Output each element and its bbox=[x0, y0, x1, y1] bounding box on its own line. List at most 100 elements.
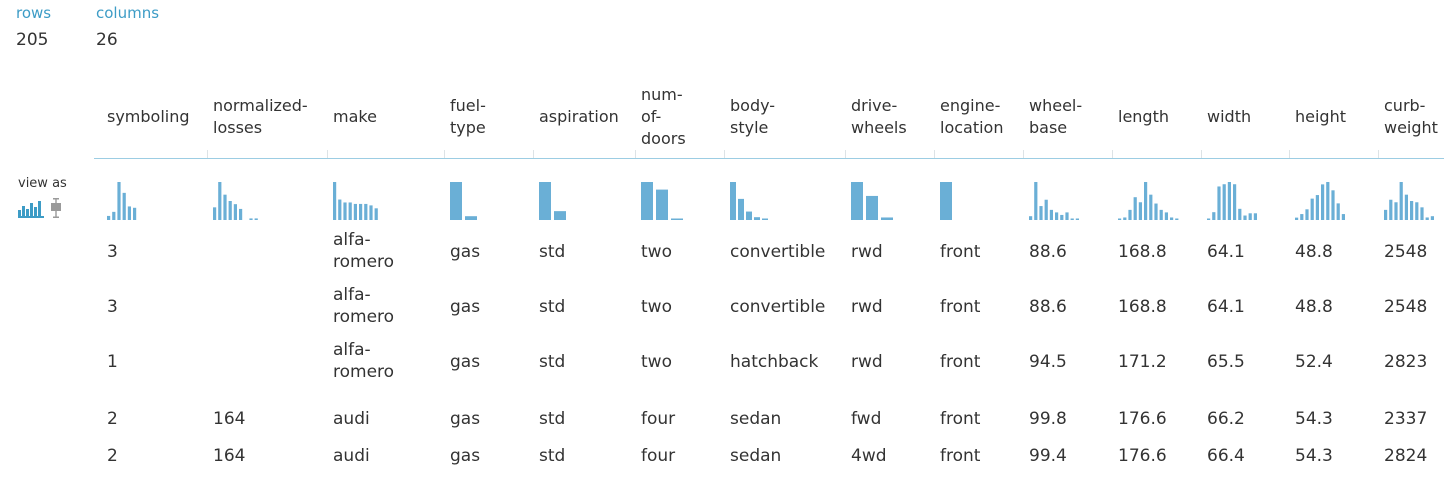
table-cell-symboling: 2 bbox=[107, 409, 118, 429]
histogram-bar bbox=[233, 204, 237, 220]
table-cell-length: 176.6 bbox=[1118, 409, 1167, 429]
histogram-symboling[interactable] bbox=[107, 181, 149, 221]
histogram-fuel-type[interactable] bbox=[450, 181, 479, 221]
table-cell-drive-wheels: rwd bbox=[851, 297, 883, 317]
histogram-bar bbox=[1144, 182, 1148, 220]
histogram-bar bbox=[1410, 201, 1414, 220]
column-header-length[interactable]: length bbox=[1118, 107, 1169, 126]
histogram-bar bbox=[762, 218, 768, 220]
histogram-bar bbox=[1222, 184, 1226, 220]
column-header-normalized-losses[interactable]: normalized- losses bbox=[213, 96, 308, 137]
histogram-icon[interactable] bbox=[18, 200, 44, 218]
histogram-bar bbox=[353, 203, 357, 220]
histogram-bar bbox=[1217, 186, 1221, 220]
histogram-bar bbox=[1404, 194, 1408, 220]
histogram-bar bbox=[1055, 212, 1059, 220]
table-cell-make: alfa- romero bbox=[333, 230, 395, 272]
column-header-aspiration[interactable]: aspiration bbox=[539, 107, 619, 126]
histogram-bar bbox=[1207, 218, 1211, 220]
histogram-bar bbox=[450, 182, 462, 220]
histogram-bar bbox=[348, 202, 352, 220]
column-separator bbox=[1112, 150, 1113, 158]
histogram-bar bbox=[1128, 209, 1132, 220]
histogram-bar bbox=[374, 208, 378, 220]
columns-label: columns bbox=[96, 4, 160, 22]
histogram-bar bbox=[1321, 184, 1325, 220]
histogram-length[interactable] bbox=[1118, 181, 1181, 221]
histogram-bar bbox=[1295, 217, 1299, 220]
table-cell-fuel-type: gas bbox=[450, 352, 481, 372]
histogram-bar bbox=[1394, 202, 1398, 220]
histogram-wheel-base[interactable] bbox=[1029, 181, 1087, 221]
histogram-bar bbox=[1341, 214, 1345, 220]
histogram-bar bbox=[1336, 203, 1340, 220]
histogram-bar bbox=[1331, 190, 1335, 220]
column-header-engine-location[interactable]: engine- location bbox=[940, 96, 1004, 137]
table-cell-num-of-doors: four bbox=[641, 446, 676, 466]
table-cell-length: 176.6 bbox=[1118, 446, 1167, 466]
table-cell-drive-wheels: fwd bbox=[851, 409, 882, 429]
histogram-engine-location[interactable] bbox=[940, 181, 954, 221]
column-header-drive-wheels[interactable]: drive- wheels bbox=[851, 96, 907, 137]
histogram-bar bbox=[1133, 197, 1137, 220]
column-header-height[interactable]: height bbox=[1295, 107, 1346, 126]
table-cell-engine-location: front bbox=[940, 352, 981, 372]
column-header-symboling[interactable]: symboling bbox=[107, 107, 190, 126]
table-cell-curb-weight: 2337 bbox=[1384, 409, 1428, 429]
table-cell-height: 48.8 bbox=[1295, 297, 1333, 317]
histogram-bar bbox=[851, 182, 863, 220]
histogram-bar bbox=[1175, 218, 1179, 220]
rows-label: rows bbox=[16, 4, 52, 22]
table-cell-height: 52.4 bbox=[1295, 352, 1333, 372]
histogram-bar bbox=[1170, 217, 1174, 220]
histogram-bar bbox=[228, 201, 232, 220]
histogram-make[interactable] bbox=[333, 181, 380, 221]
table-cell-make: alfa- romero bbox=[333, 285, 395, 327]
histogram-bar bbox=[1425, 217, 1429, 220]
histogram-bar bbox=[213, 207, 217, 220]
histogram-aspiration[interactable] bbox=[539, 181, 568, 221]
histogram-bar bbox=[1123, 217, 1127, 220]
view-as-panel: view as bbox=[18, 176, 74, 218]
histogram-bar bbox=[1310, 198, 1314, 220]
table-cell-fuel-type: gas bbox=[450, 446, 481, 466]
header-rule bbox=[94, 158, 1444, 159]
histogram-width[interactable] bbox=[1207, 181, 1259, 221]
histogram-bar bbox=[465, 216, 477, 220]
histogram-body-style[interactable] bbox=[730, 181, 770, 221]
column-separator bbox=[635, 150, 636, 158]
column-header-num-of-doors[interactable]: num- of- doors bbox=[641, 85, 686, 148]
table-cell-wheel-base: 99.4 bbox=[1029, 446, 1067, 466]
histogram-bar bbox=[539, 182, 551, 220]
histogram-normalized-losses[interactable] bbox=[213, 181, 265, 221]
column-header-width[interactable]: width bbox=[1207, 107, 1252, 126]
column-header-wheel-base[interactable]: wheel- base bbox=[1029, 96, 1083, 137]
histogram-bar bbox=[122, 192, 126, 220]
histogram-bar bbox=[1253, 213, 1257, 220]
histogram-bar bbox=[1065, 212, 1069, 220]
table-cell-length: 168.8 bbox=[1118, 297, 1167, 317]
histogram-num-of-doors[interactable] bbox=[641, 181, 685, 221]
histogram-bar bbox=[881, 217, 893, 220]
columns-value: 26 bbox=[96, 30, 118, 50]
histogram-bar bbox=[254, 218, 258, 220]
histogram-bar bbox=[249, 218, 253, 220]
column-header-body-style[interactable]: body-style bbox=[730, 96, 776, 137]
histogram-bar bbox=[1430, 216, 1434, 220]
histogram-drive-wheels[interactable] bbox=[851, 181, 895, 221]
boxplot-icon[interactable] bbox=[50, 198, 62, 218]
column-header-make[interactable]: make bbox=[333, 107, 377, 126]
histogram-bar bbox=[1233, 184, 1237, 220]
histogram-bar bbox=[656, 189, 668, 220]
histogram-bar bbox=[1326, 182, 1330, 220]
histogram-bar bbox=[1227, 182, 1231, 220]
column-header-curb-weight[interactable]: curb- weight bbox=[1384, 96, 1438, 137]
column-separator bbox=[1289, 150, 1290, 158]
histogram-bar bbox=[1149, 194, 1153, 220]
column-separator bbox=[533, 150, 534, 158]
column-header-fuel-type[interactable]: fuel- type bbox=[450, 96, 486, 137]
histogram-curb-weight[interactable] bbox=[1384, 181, 1436, 221]
histogram-bar bbox=[754, 217, 760, 220]
histogram-height[interactable] bbox=[1295, 181, 1347, 221]
histogram-bar bbox=[1384, 209, 1388, 220]
